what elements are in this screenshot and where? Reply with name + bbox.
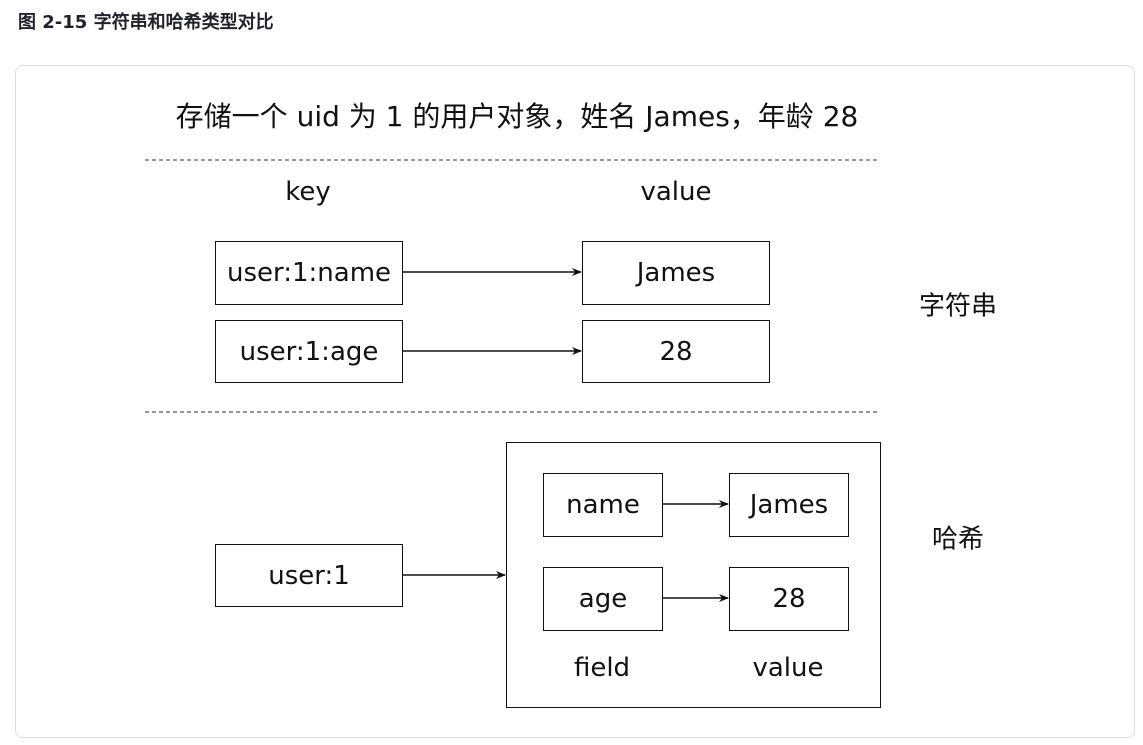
diagram-card	[15, 65, 1135, 738]
hash-value-header: value	[752, 653, 824, 683]
key-header: key	[285, 177, 331, 207]
hash-field-box: age	[543, 567, 663, 631]
hash-value-box: 28	[729, 567, 849, 631]
diagram-heading: 存储一个 uid 为 1 的用户对象，姓名 James，年龄 28	[175, 100, 859, 133]
string-type-label: 字符串	[918, 291, 998, 322]
hash-value-box: James	[729, 473, 849, 537]
string-value-box: 28	[582, 320, 770, 383]
value-header: value	[640, 177, 712, 207]
hash-field-box: name	[543, 473, 663, 537]
string-value-box: James	[582, 241, 770, 305]
hash-type-label: 哈希	[931, 524, 985, 555]
field-header: field	[573, 653, 631, 683]
figure-title: 图 2-15 字符串和哈希类型对比	[18, 12, 274, 33]
hash-key-box: user:1	[215, 544, 403, 607]
string-key-box: user:1:age	[215, 320, 403, 383]
hash-container-box	[506, 442, 881, 708]
string-key-box: user:1:name	[215, 241, 403, 305]
